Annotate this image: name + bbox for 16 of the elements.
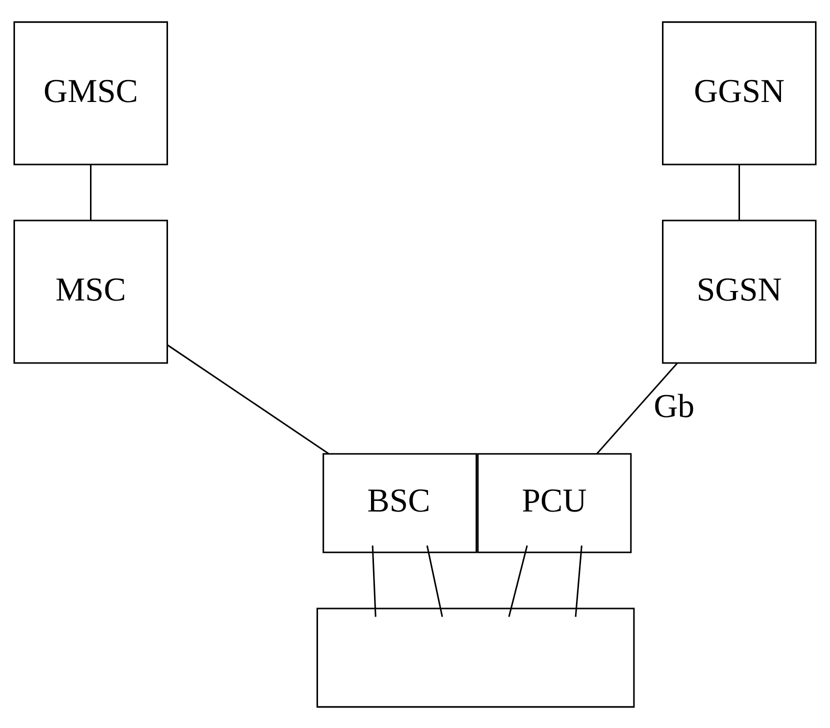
connector	[167, 344, 330, 454]
edge-label: Gb	[654, 387, 694, 424]
node-box: GGSN	[662, 20, 817, 165]
node-box	[316, 607, 635, 708]
node-box: PCU	[477, 452, 632, 553]
connector	[508, 544, 528, 616]
node-box: SGSN	[662, 219, 817, 364]
connector	[738, 164, 740, 220]
connector	[574, 545, 582, 616]
node-box: BSC	[322, 452, 478, 553]
connector	[372, 545, 376, 616]
connector	[596, 362, 678, 454]
connector	[426, 544, 444, 616]
node-box: MSC	[13, 219, 168, 364]
connector	[90, 164, 92, 220]
node-box: GMSC	[13, 20, 168, 165]
